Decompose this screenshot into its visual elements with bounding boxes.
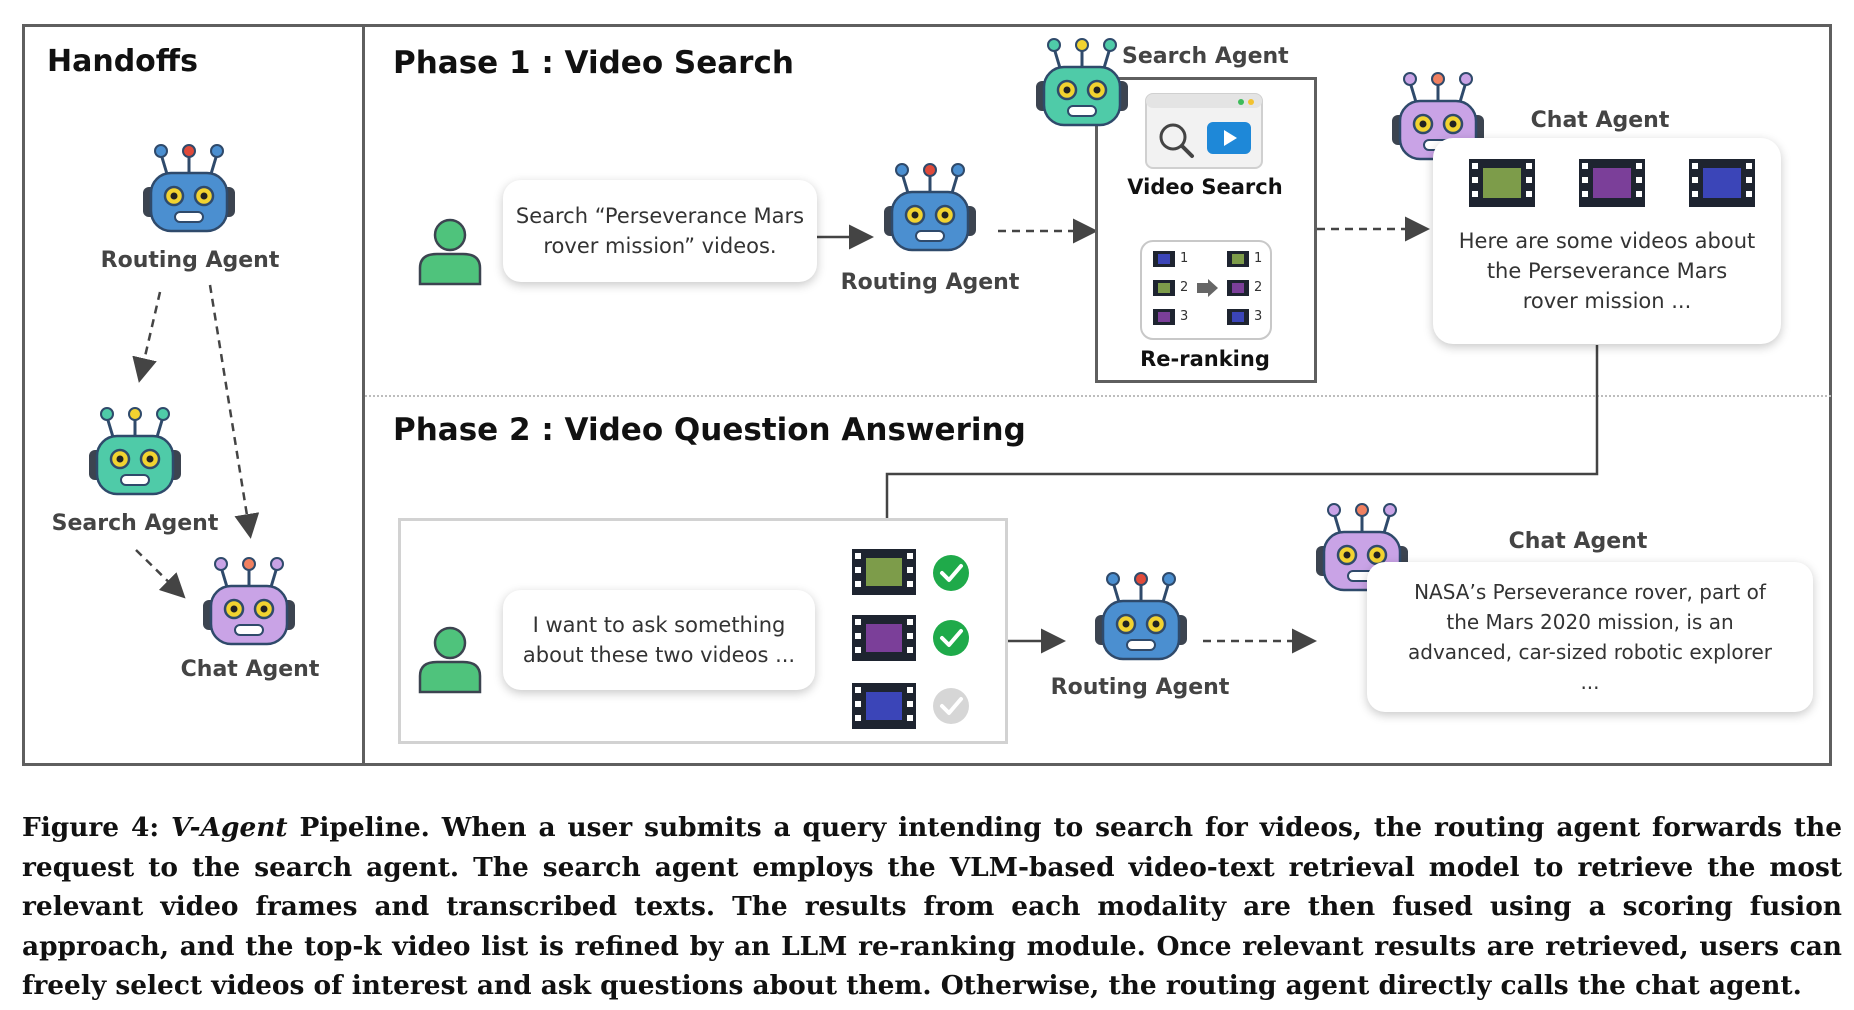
- search-agent-label: Search Agent: [1122, 44, 1289, 69]
- phase1-routing-robot-icon: [884, 163, 976, 252]
- handoff-search-to-chat-arrow: [135, 549, 186, 599]
- phase1-user-query-bubble: Search “Perseverance Mars rover mission”…: [503, 180, 817, 282]
- video-search-label: Video Search: [1127, 175, 1283, 199]
- phase2-user-query-bubble: I want to ask something about these two …: [503, 590, 815, 690]
- rank-number-left-3: 3: [1180, 309, 1189, 324]
- phase1-title: Phase 1 : Video Search: [393, 45, 794, 81]
- video-search-window-icon: [1145, 93, 1263, 169]
- phase1-chat-reply-text: Here are some videos about the Persevera…: [1458, 229, 1756, 313]
- phase1-chat-agent-label: Chat Agent: [1530, 108, 1670, 133]
- selectable-video-list: [852, 549, 969, 729]
- phase2-routing-robot-icon: [1095, 572, 1187, 661]
- rank-number-left-1: 1: [1180, 251, 1189, 266]
- routing-robot-icon: [143, 144, 235, 233]
- phase1-video-thumbnails: [1469, 159, 1755, 207]
- handoffs-chat-agent-label: Chat Agent: [180, 657, 320, 682]
- handoffs-search-agent-label: Search Agent: [51, 511, 219, 536]
- caption-prefix: Figure 4:: [22, 812, 172, 843]
- handoffs-routing-agent-label: Routing Agent: [100, 248, 280, 273]
- handoff-routing-to-chat-arrow: [208, 284, 260, 539]
- phase-divider: [365, 395, 1831, 397]
- panel-divider: [362, 24, 365, 766]
- phase1-search-robot-icon: [1036, 38, 1128, 127]
- chat-robot-icon: [203, 557, 295, 646]
- handoffs-title: Handoffs: [47, 44, 198, 79]
- phase1-routing-agent-label: Routing Agent: [840, 270, 1020, 295]
- p1-chat-to-p2-arrow: [874, 345, 1599, 545]
- rank-number-right-3: 3: [1254, 309, 1263, 324]
- rank-number-right-2: 2: [1254, 280, 1263, 295]
- phase2-user-icon: [418, 626, 482, 694]
- rank-number-right-1: 1: [1254, 251, 1263, 266]
- reranking-label: Re-ranking: [1140, 347, 1270, 371]
- connector-arrows: [132, 205, 1599, 654]
- search-robot-icon: [89, 407, 181, 496]
- user-icon: [418, 218, 482, 286]
- rank-number-left-2: 2: [1180, 280, 1189, 295]
- phase2-chat-reply-bubble: NASA’s Perseverance rover, part of the M…: [1367, 562, 1813, 712]
- phase2-routing-agent-label: Routing Agent: [1050, 675, 1230, 700]
- caption-emphasis: V-Agent: [171, 812, 288, 843]
- reranking-panel-icon: [1140, 240, 1272, 340]
- figure-caption: Figure 4: V-Agent Pipeline. When a user …: [22, 808, 1842, 1006]
- handoff-routing-to-search-arrow: [132, 291, 162, 383]
- phase2-title: Phase 2 : Video Question Answering: [393, 412, 1026, 448]
- phase2-chat-agent-label: Chat Agent: [1508, 529, 1648, 554]
- caption-text: Pipeline. When a user submits a query in…: [22, 812, 1842, 1002]
